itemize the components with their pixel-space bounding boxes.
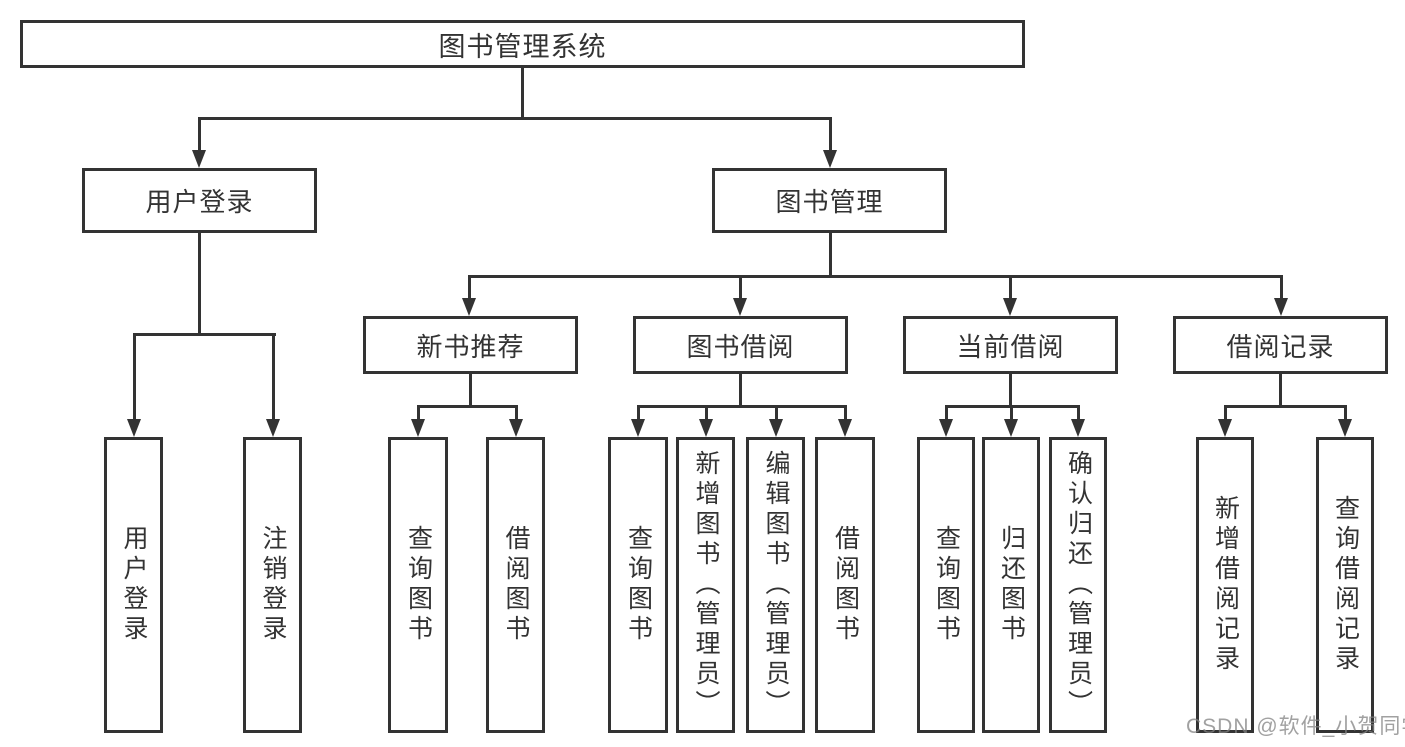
connector xyxy=(1009,275,1012,300)
node-library-system: 图书管理系统 xyxy=(20,20,1025,68)
arrow-down-icon xyxy=(462,298,476,316)
connector xyxy=(1224,405,1345,408)
arrow-down-icon xyxy=(509,419,523,437)
arrow-down-icon xyxy=(1274,298,1288,316)
connector xyxy=(829,117,832,153)
node-label: 图书管理系统 xyxy=(438,31,607,62)
connector xyxy=(198,233,201,336)
node-label: 新增借阅记录 xyxy=(1211,495,1240,675)
connector xyxy=(1224,405,1227,421)
arrow-down-icon xyxy=(939,419,953,437)
node-current-borrowing: 当前借阅 xyxy=(903,316,1118,374)
node-label: 查询图书 xyxy=(624,525,653,645)
connector xyxy=(739,374,742,408)
arrow-down-icon xyxy=(1338,419,1352,437)
connector xyxy=(133,333,136,421)
connector xyxy=(198,117,832,120)
node-label: 图书借阅 xyxy=(686,331,795,362)
arrow-down-icon xyxy=(823,150,837,168)
leaf-user-login: 用户登录 xyxy=(104,437,163,733)
connector xyxy=(133,333,276,336)
node-label: 用户登录 xyxy=(145,187,254,217)
arrow-down-icon xyxy=(192,150,206,168)
arrow-down-icon xyxy=(1004,419,1018,437)
arrow-down-icon xyxy=(769,419,783,437)
connector xyxy=(705,405,708,421)
node-label: 图书管理 xyxy=(775,187,884,217)
arrow-down-icon xyxy=(411,419,425,437)
connector xyxy=(844,405,847,421)
arrow-down-icon xyxy=(127,419,141,437)
connector xyxy=(272,333,275,421)
leaf-borrow-books: 借阅图书 xyxy=(815,437,875,733)
leaf-query-books-recommend: 查询图书 xyxy=(388,437,448,733)
node-label: 查询图书 xyxy=(932,525,961,645)
arrow-down-icon xyxy=(631,419,645,437)
node-label: 借阅记录 xyxy=(1226,331,1335,362)
connector xyxy=(637,405,847,408)
connector xyxy=(945,405,948,421)
arrow-down-icon xyxy=(699,419,713,437)
node-book-borrowing: 图书借阅 xyxy=(633,316,848,374)
connector xyxy=(469,374,472,408)
leaf-return-books: 归还图书 xyxy=(982,437,1040,733)
arrow-down-icon xyxy=(838,419,852,437)
leaf-confirm-return-admin: 确认归还（管理员） xyxy=(1049,437,1107,733)
connector xyxy=(417,405,420,421)
connector xyxy=(1344,405,1347,421)
watermark: CSDN @软件_小贺同学 xyxy=(1186,715,1405,738)
leaf-edit-books-admin: 编辑图书（管理员） xyxy=(746,437,805,733)
connector xyxy=(1009,374,1012,408)
connector xyxy=(829,233,832,278)
connector xyxy=(515,405,518,421)
connector xyxy=(1280,275,1283,300)
arrow-down-icon xyxy=(1071,419,1085,437)
connector xyxy=(637,405,640,421)
connector xyxy=(739,275,742,300)
arrow-down-icon xyxy=(266,419,280,437)
arrow-down-icon xyxy=(733,298,747,316)
node-label: 借阅图书 xyxy=(502,525,530,645)
arrow-down-icon xyxy=(1218,419,1232,437)
node-book-management: 图书管理 xyxy=(712,168,947,233)
connector xyxy=(198,117,201,153)
arrow-down-icon xyxy=(1003,298,1017,316)
node-user-login: 用户登录 xyxy=(82,168,317,233)
leaf-add-borrow-record: 新增借阅记录 xyxy=(1196,437,1254,733)
node-label: 借阅图书 xyxy=(831,525,860,645)
node-label: 新书推荐 xyxy=(416,331,525,362)
leaf-query-borrow-record: 查询借阅记录 xyxy=(1316,437,1374,733)
connector xyxy=(468,275,471,300)
node-new-book-recommend: 新书推荐 xyxy=(363,316,578,374)
connector xyxy=(521,68,524,120)
connector xyxy=(468,275,1283,278)
node-label: 编辑图书（管理员） xyxy=(762,450,790,720)
node-label: 用户登录 xyxy=(120,525,148,645)
node-label: 确认归还（管理员） xyxy=(1064,450,1093,720)
connector xyxy=(1010,405,1013,421)
leaf-add-books-admin: 新增图书（管理员） xyxy=(676,437,735,733)
node-label: 归还图书 xyxy=(997,525,1026,645)
node-label: 新增图书（管理员） xyxy=(692,450,720,720)
node-borrow-records: 借阅记录 xyxy=(1173,316,1388,374)
node-label: 当前借阅 xyxy=(956,331,1065,362)
leaf-query-books-current: 查询图书 xyxy=(917,437,975,733)
node-label: 查询借阅记录 xyxy=(1331,495,1360,675)
connector xyxy=(775,405,778,421)
connector xyxy=(417,405,518,408)
leaf-borrow-books-recommend: 借阅图书 xyxy=(486,437,545,733)
leaf-query-books: 查询图书 xyxy=(608,437,668,733)
connector xyxy=(1279,374,1282,408)
node-label: 注销登录 xyxy=(259,525,287,645)
connector xyxy=(1077,405,1080,421)
leaf-logout: 注销登录 xyxy=(243,437,302,733)
node-label: 查询图书 xyxy=(404,525,433,645)
